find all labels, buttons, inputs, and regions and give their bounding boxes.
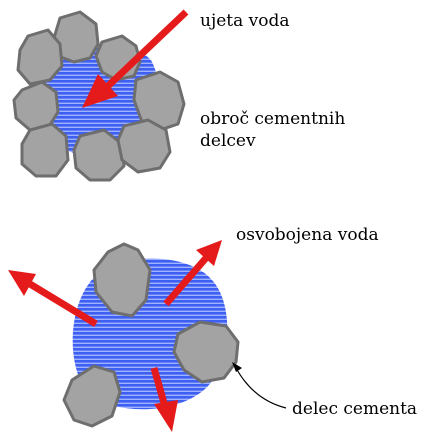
- cement-particle: [64, 366, 120, 426]
- pointer-line: [236, 368, 286, 408]
- cement-particle: [18, 30, 62, 84]
- label-cement-particle: delec cementa: [292, 399, 417, 419]
- cement-particle-pointer: [232, 362, 286, 408]
- label-ring-of-particles-line2: delcev: [200, 131, 256, 151]
- cement-particle: [118, 120, 170, 172]
- label-ring-of-particles-line1: obroč cementnih: [200, 109, 345, 129]
- cement-particle: [22, 124, 68, 176]
- label-released-water: osvobojena voda: [236, 225, 379, 245]
- released-water-cluster: [64, 244, 238, 426]
- arrow-head: [154, 400, 178, 432]
- label-injected-water: ujeta voda: [200, 11, 290, 31]
